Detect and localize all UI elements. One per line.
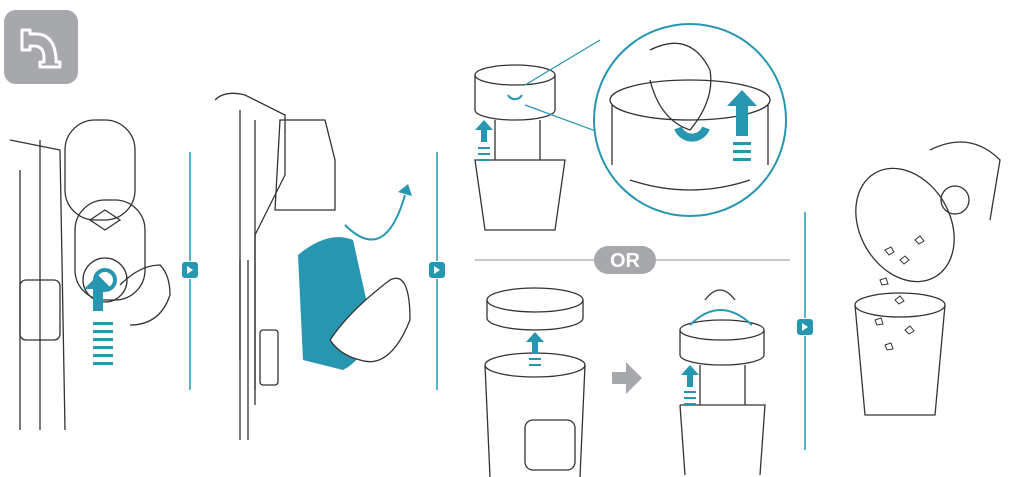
step-divider-3 bbox=[796, 212, 814, 450]
step-1-press-release bbox=[9, 119, 171, 431]
then-arrow-icon bbox=[612, 362, 642, 394]
step-4-empty-bin bbox=[854, 141, 1001, 416]
step-3b-remove-lid bbox=[484, 287, 642, 477]
step-divider-2 bbox=[428, 152, 446, 390]
step-3a-lift-tab bbox=[474, 23, 787, 231]
pipe-icon bbox=[4, 10, 78, 84]
step-divider-1 bbox=[181, 152, 199, 390]
step-3b-twist-lid bbox=[679, 289, 766, 476]
step-2-remove-bin bbox=[214, 92, 412, 440]
or-label: OR bbox=[610, 250, 641, 272]
or-separator: OR bbox=[475, 246, 790, 274]
